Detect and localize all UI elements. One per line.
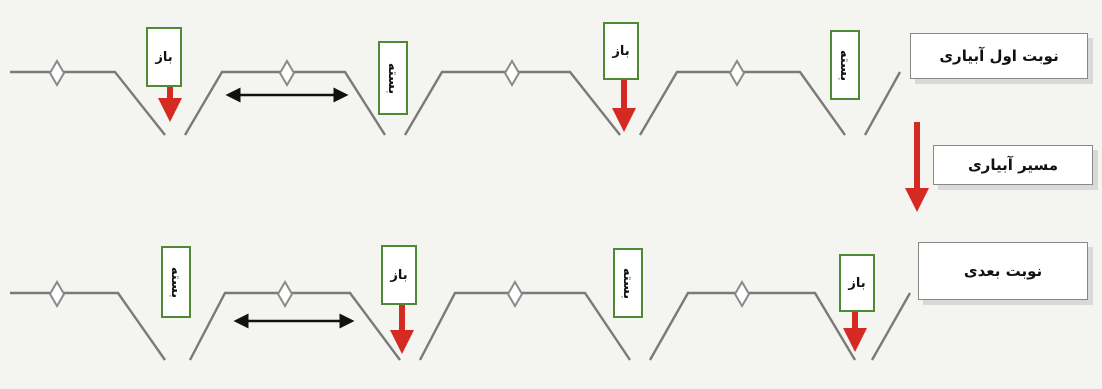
irrigation-path-label: مسیر آبیاری [933, 145, 1093, 185]
gate-tag-closed: بسته [830, 30, 860, 100]
gate-tag-open: باز [839, 254, 875, 312]
valve-icon [276, 280, 294, 308]
furrow-line-bottom [10, 291, 912, 361]
gate-tag-open: باز [603, 22, 639, 80]
gate-tag-closed: بسته [161, 246, 191, 318]
gate-tag-closed: بسته [378, 41, 408, 115]
valve-icon [503, 59, 521, 87]
gate-tag-open: باز [146, 27, 182, 87]
valve-icon [278, 59, 296, 87]
valve-icon [728, 59, 746, 87]
valve-icon [506, 280, 524, 308]
valve-icon [48, 59, 66, 87]
furrow-line-top [10, 70, 902, 136]
first-turn-label: نوبت اول آبیاری [910, 33, 1088, 79]
valve-icon [733, 280, 751, 308]
next-turn-label: نوبت بعدی [918, 242, 1088, 300]
gate-tag-open: باز [381, 245, 417, 305]
gate-tag-closed: بسته [613, 248, 643, 318]
valve-icon [48, 280, 66, 308]
